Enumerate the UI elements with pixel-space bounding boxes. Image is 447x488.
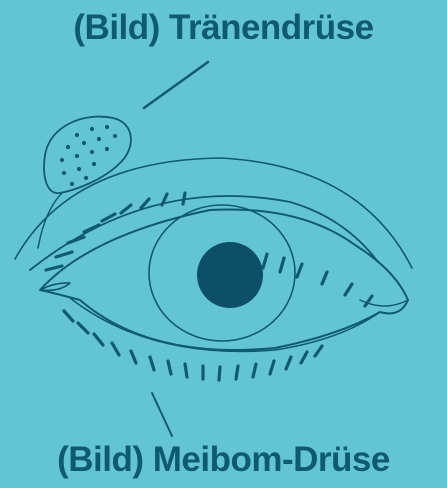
lacrimal-gland-leader-line: [144, 62, 208, 108]
lateral-meibomian-glands: [263, 254, 372, 306]
meibomian-gland-leader-line: [152, 393, 172, 436]
dotted-gland-icon: [44, 117, 131, 194]
meibomian-gland-label: (Bild) Meibom-Drüse: [0, 440, 447, 480]
gland-duct-line: [38, 193, 62, 248]
pupil: [197, 242, 263, 308]
lacrimal-gland: [44, 117, 131, 194]
